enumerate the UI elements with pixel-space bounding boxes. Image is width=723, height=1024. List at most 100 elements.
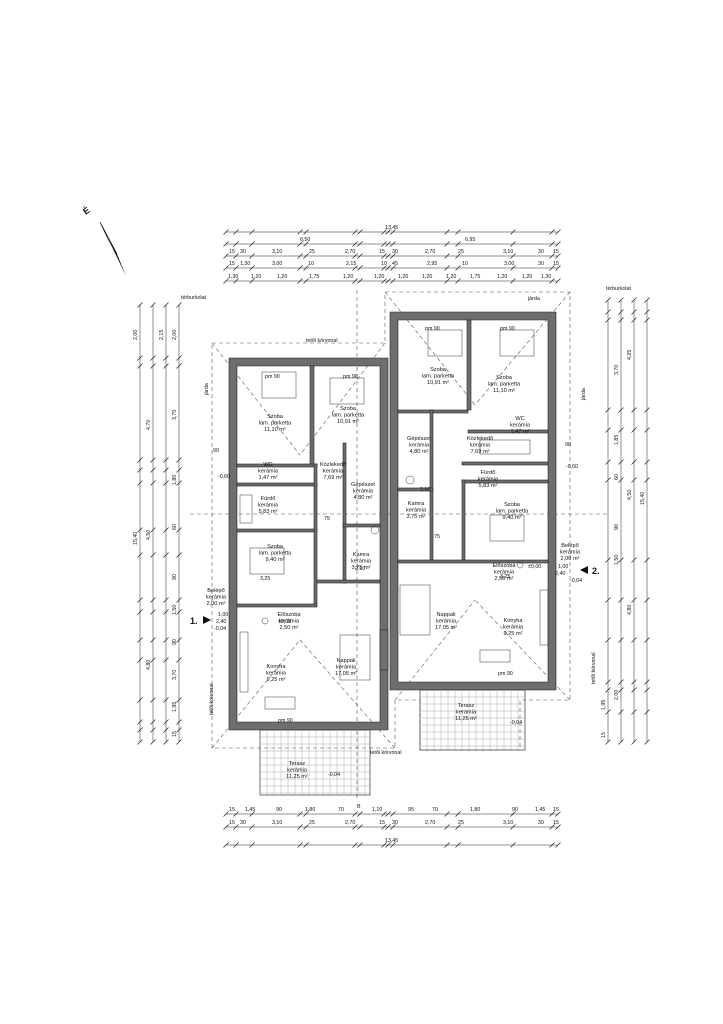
room-name: Előszoba [277,612,301,618]
dimension-tick [150,355,156,361]
dimension-tick [605,317,611,323]
dimension-tick [137,727,143,733]
wall-partition [342,523,381,528]
dimension-tick [631,597,637,603]
svg-text:2,15: 2,15 [159,330,165,340]
room-finish: kerámia [206,595,227,601]
room-finish: kerámia [279,619,300,625]
room-finish: lam. parketta [488,382,521,388]
dimension-tick [223,811,229,817]
dimension-tick [150,697,156,703]
dimension-tick [555,278,561,284]
svg-text:±0,00: ±0,00 [528,564,541,570]
svg-text:70: 70 [338,807,344,813]
dimension-tick [605,557,611,563]
svg-text:75: 75 [434,534,440,540]
dimension-tick [549,229,555,235]
dimension-tick [352,278,358,284]
dimension-tick [150,552,156,558]
svg-text:pm 90: pm 90 [498,671,513,677]
svg-text:10: 10 [381,261,387,267]
room-finish: kerámia [478,477,499,483]
dimension-tick [137,467,143,473]
dimension-tick [631,687,637,693]
svg-text:1,20: 1,20 [374,274,384,280]
room-name: Gépészet [407,436,431,442]
dimension-tick [510,278,516,284]
dimension-tick [644,679,650,685]
dimension-tick [137,355,143,361]
dimension-tick [390,241,396,247]
entrance-arrow-icon [203,616,211,624]
room-area: 9,40 m² [503,515,522,521]
dimension-tick [176,657,182,663]
bed-icon [329,377,365,405]
bathtub-icon [239,494,253,524]
dimension-tick [444,824,450,830]
dimension-tick [618,637,624,643]
dimension-tick [357,229,363,235]
dimension-tick [555,253,561,259]
dimension-tick [555,241,561,247]
top-dimension-ticks [223,229,561,284]
unit-1-walls [228,357,389,731]
dimension-tick [137,527,143,533]
svg-text:3,10: 3,10 [503,249,513,255]
overall-width-bottom: 13,45 [385,838,398,844]
dimension-tick [233,265,239,271]
dimension-tick [357,241,363,247]
svg-text:15: 15 [553,820,559,826]
dimension-tick [352,241,358,247]
room-name: Előszoba [492,563,516,569]
room-name: Konyha [504,618,524,624]
svg-text:3,25: 3,25 [500,574,510,580]
dimension-tick [223,278,229,284]
svg-text:1,75: 1,75 [309,274,319,280]
dimension-tick [618,557,624,563]
svg-text:15: 15 [229,249,235,255]
dimension-tick [618,597,624,603]
dimension-tick [605,679,611,685]
room-name: Szoba [340,406,357,412]
svg-text:1,10: 1,10 [372,807,382,813]
svg-text:15: 15 [229,807,235,813]
room-name: Kamra [408,501,425,507]
dimension-tick [381,241,387,247]
dimension-tick [605,687,611,693]
terrace-left [259,729,371,796]
dimension-tick [223,253,229,259]
dimension-tick [163,637,169,643]
svg-text:2,00: 2,00 [172,330,178,340]
roof-outline-label-left: tetői körvonal [209,683,215,715]
room-area: 4,80 m² [354,495,373,501]
dimension-tick [631,709,637,715]
dimension-tick [352,824,358,830]
dimension-tick [163,457,169,463]
dimension-tick [381,229,387,235]
svg-text:3,25: 3,25 [260,576,270,582]
north-arrow-label: É [81,205,92,217]
svg-text:3,70: 3,70 [614,365,620,375]
dimension-tick [150,727,156,733]
bed-icon [499,329,535,357]
dimension-tick [233,842,239,848]
terrace-left-outline [259,729,371,796]
dimension-tick [249,811,255,817]
dimension-tick [176,527,182,533]
dimension-tick [631,637,637,643]
dimension-tick [510,253,516,259]
room-area: 17,05 m² [435,625,457,631]
svg-text:1,20: 1,20 [497,274,507,280]
svg-text:1,20: 1,20 [446,274,456,280]
svg-text:4,80: 4,80 [627,605,633,615]
svg-text:25: 25 [458,820,464,826]
svg-text:15: 15 [229,820,235,826]
dimension-tick [163,739,169,745]
dimension-tick [444,253,450,259]
dimension-tick [249,278,255,284]
dimension-tick [150,457,156,463]
